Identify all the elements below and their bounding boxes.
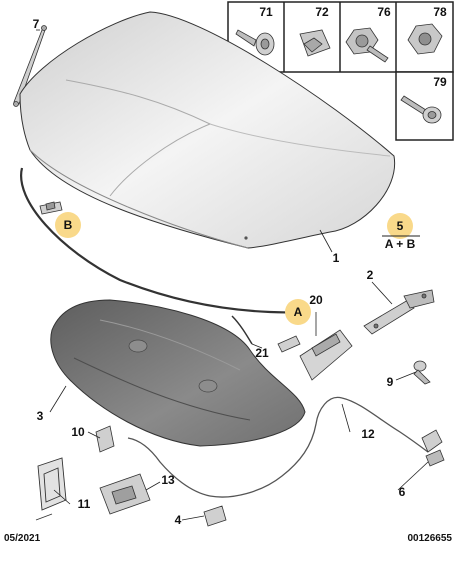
- callout-1: 1: [333, 251, 340, 265]
- callout-4: 4: [175, 513, 182, 527]
- callout-11: 11: [78, 497, 91, 511]
- callout-20: 20: [309, 293, 323, 307]
- clip-b: [39, 201, 63, 215]
- callout-5: 5: [397, 219, 404, 233]
- leader-lines: [36, 29, 429, 521]
- diagram-reference-code: 00126655: [407, 533, 453, 544]
- clip-4: [203, 505, 227, 527]
- seal-21-tail: [231, 315, 253, 345]
- fastener-label-72: 72: [315, 5, 329, 19]
- callout-2: 2: [367, 268, 374, 282]
- clip-nut-72-icon: [299, 29, 331, 57]
- lock-support-11: [35, 457, 67, 521]
- diagram-date: 05/2021: [4, 533, 41, 544]
- callout-10: 10: [71, 425, 85, 439]
- gas-strut-7: [13, 25, 47, 107]
- marker-a-circle: [285, 299, 311, 325]
- fastener-label-76: 76: [377, 5, 391, 19]
- release-cable-12: [127, 396, 343, 498]
- lock-13: [99, 473, 151, 515]
- marker-b-circle: [55, 212, 81, 238]
- marker-a-label: A: [294, 305, 303, 319]
- clip-a: [277, 335, 301, 353]
- seal-21: [20, 167, 306, 314]
- bonnet-1: [19, 11, 396, 249]
- fastener-label-71: 71: [259, 5, 273, 19]
- marker-5-circle: [387, 213, 413, 239]
- callout-7: 7: [33, 17, 40, 31]
- release-lever-6: [421, 429, 445, 467]
- lock-bracket-20: [299, 329, 353, 381]
- flange-nut-76-icon: [345, 27, 389, 63]
- insulation-liner-3: [50, 299, 306, 447]
- callout-3: 3: [37, 409, 44, 423]
- bolt-71-icon: [235, 29, 275, 56]
- callout-12: 12: [361, 427, 375, 441]
- bracket-10: [95, 425, 115, 453]
- release-cable-12-upper: [341, 397, 429, 453]
- hex-nut-78-icon: [407, 23, 443, 55]
- callout-13: 13: [161, 473, 175, 487]
- hinge-2: [363, 289, 435, 335]
- screw-79-icon: [400, 95, 442, 124]
- callout-21: 21: [255, 346, 269, 360]
- fastener-label-79: 79: [433, 75, 447, 89]
- callout-9: 9: [387, 375, 394, 389]
- fastener-label-78: 78: [433, 5, 447, 19]
- marker-b-label: B: [64, 218, 73, 232]
- marker-5-combo: A + B: [385, 237, 416, 251]
- callout-6: 6: [399, 485, 406, 499]
- bump-stop-9: [413, 360, 431, 385]
